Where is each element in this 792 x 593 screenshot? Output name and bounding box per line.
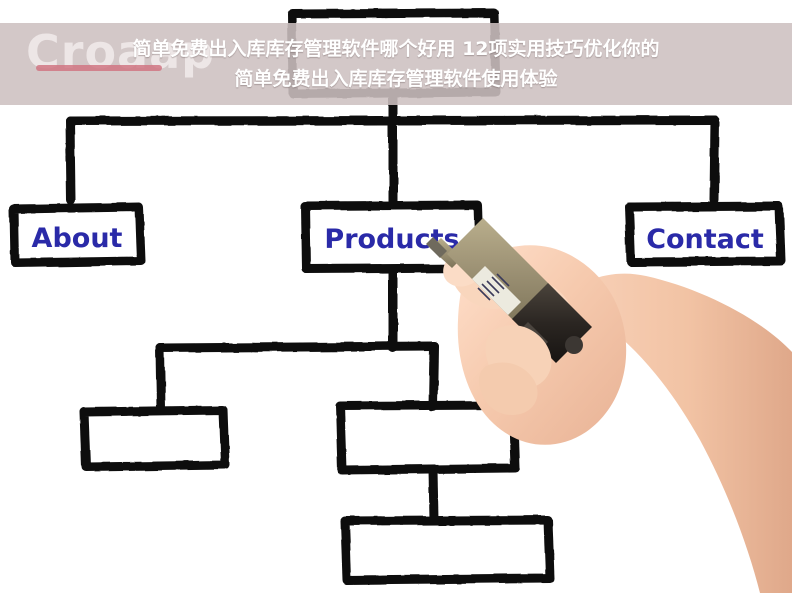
- edge-bus-to-about: [65, 116, 76, 205]
- node-child-b-box[interactable]: [335, 400, 520, 475]
- edge-level2-bus: [155, 341, 439, 353]
- caption-text-block: 简单免费出入库库存管理软件哪个好用 12项实用技巧优化你的 简单免费出入库库存管…: [0, 23, 792, 105]
- node-about-box[interactable]: [9, 202, 146, 268]
- caption-line-2: 简单免费出入库库存管理软件使用体验: [234, 68, 558, 90]
- edge-bus-to-contact: [709, 115, 720, 205]
- watermark-underline: [36, 65, 162, 71]
- caption-line-1: 简单免费出入库库存管理软件哪个好用 12项实用技巧优化你的: [132, 38, 660, 60]
- caption-overlay-band: Croaap 简单免费出入库库存管理软件哪个好用 12项实用技巧优化你的 简单免…: [0, 23, 792, 105]
- edge-bus-to-child-a: [155, 343, 166, 413]
- node-about-label: About: [32, 223, 123, 254]
- edge-bus-to-child-b: [428, 341, 439, 412]
- node-products-label: Products: [324, 224, 459, 255]
- node-contact-label: Contact: [646, 224, 764, 255]
- node-child-c-box[interactable]: [340, 515, 555, 585]
- node-child-a-box[interactable]: [79, 405, 230, 472]
- diagram-ink-group: [9, 8, 786, 585]
- node-contact-box[interactable]: [624, 201, 786, 267]
- edge-child-b-trunk: [428, 465, 439, 525]
